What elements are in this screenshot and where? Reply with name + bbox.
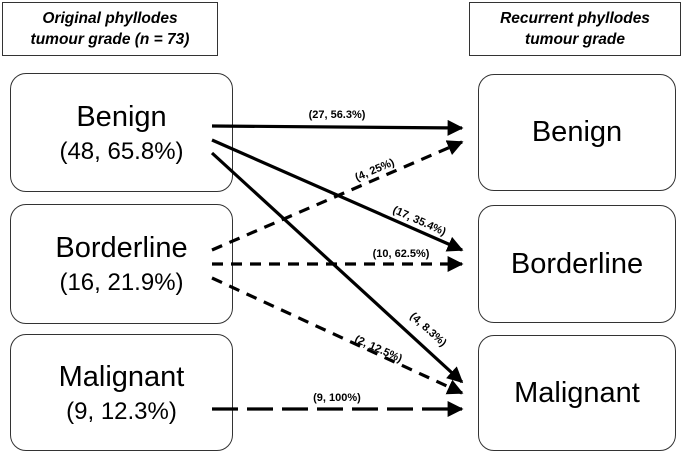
original-grade-header: Original phyllodes tumour grade (n = 73): [2, 2, 218, 56]
flow-label-benign-to-benign: (27, 56.3%): [309, 109, 366, 121]
original-node-malignant: Malignant (9, 12.3%): [10, 334, 233, 451]
flow-label-benign-to-malignant: (4, 8.3%): [407, 310, 448, 349]
original-header-line2: tumour grade (n = 73): [30, 31, 190, 48]
original-node-benign: Benign (48, 65.8%): [10, 73, 233, 192]
original-borderline-name: Borderline: [55, 232, 188, 264]
recurrent-malignant-name: Malignant: [514, 376, 640, 409]
flow-arrow-benign-to-benign: [211, 119, 464, 136]
recurrent-node-malignant: Malignant: [478, 335, 676, 451]
recurrent-borderline-name: Borderline: [510, 247, 644, 280]
original-malignant-stats: (9, 12.3%): [66, 397, 177, 425]
flow-label-malignant-to-malignant: (9, 100%): [313, 392, 361, 404]
original-malignant-name: Malignant: [58, 360, 185, 393]
original-benign-name: Benign: [76, 100, 167, 133]
flow-label-borderline-to-borderline: (10, 62.5%): [373, 248, 430, 260]
flow-arrow-borderline-to-benign: [211, 140, 464, 252]
original-node-borderline: Borderline (16, 21.9%): [10, 204, 233, 324]
recurrent-node-benign: Benign: [478, 74, 676, 191]
recurrent-benign-name: Benign: [531, 116, 623, 148]
flow-label-borderline-to-malignant: (2, 12.5%): [353, 333, 405, 365]
flow-arrow-borderline-to-malignant: [211, 276, 464, 395]
recurrent-grade-header: Recurrent phyllodes tumour grade: [469, 2, 681, 56]
original-header-line1: Original phyllodes: [42, 10, 178, 27]
original-benign-stats: (48, 65.8%): [59, 137, 184, 165]
original-borderline-stats: (16, 21.9%): [59, 269, 184, 296]
recurrent-header-line1: Recurrent phyllodes: [500, 10, 650, 27]
recurrent-header-line2: tumour grade: [525, 31, 625, 48]
recurrent-node-borderline: Borderline: [478, 205, 676, 323]
flow-arrow-benign-to-malignant: [210, 151, 464, 384]
